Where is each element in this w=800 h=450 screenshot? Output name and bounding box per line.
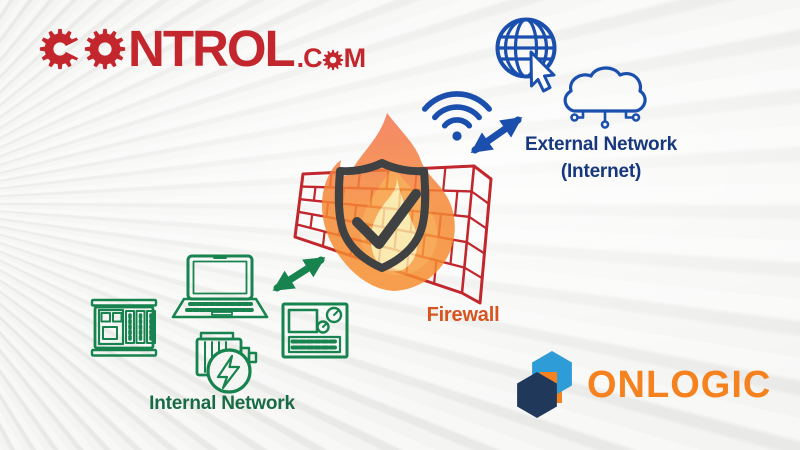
control-logo-tld: .C M	[296, 43, 366, 73]
internal-double-arrow-icon	[272, 256, 326, 292]
onlogic-wordmark: ONLOGIC	[587, 364, 772, 406]
external-network-label: External Network (Internet)	[500, 131, 702, 185]
onlogic-logo: ONLOGIC	[514, 348, 771, 422]
external-double-arrow-icon	[470, 116, 523, 154]
plc-icon	[90, 298, 158, 357]
control-logo-text: NTROL	[128, 19, 296, 77]
motor-icon	[195, 331, 258, 394]
gear-c-icon	[39, 28, 81, 70]
control-com-logo: NTROL .C M	[38, 19, 366, 77]
laptop-icon	[171, 254, 269, 319]
internal-network-label: Internal Network	[149, 393, 295, 414]
external-network-label-line2: (Internet)	[560, 161, 642, 182]
wifi-icon	[422, 91, 492, 141]
external-network-label-line1: External Network	[524, 134, 678, 155]
cube-logo-icon	[517, 351, 572, 418]
firewall-label: Firewall	[426, 304, 500, 326]
cloud-network-icon	[563, 66, 647, 129]
globe-cursor-icon	[495, 17, 557, 93]
gear-o-icon	[84, 28, 126, 70]
hmi-panel-icon	[281, 302, 349, 359]
shield-check-icon	[334, 159, 430, 272]
gear-o-small-icon	[322, 49, 343, 70]
